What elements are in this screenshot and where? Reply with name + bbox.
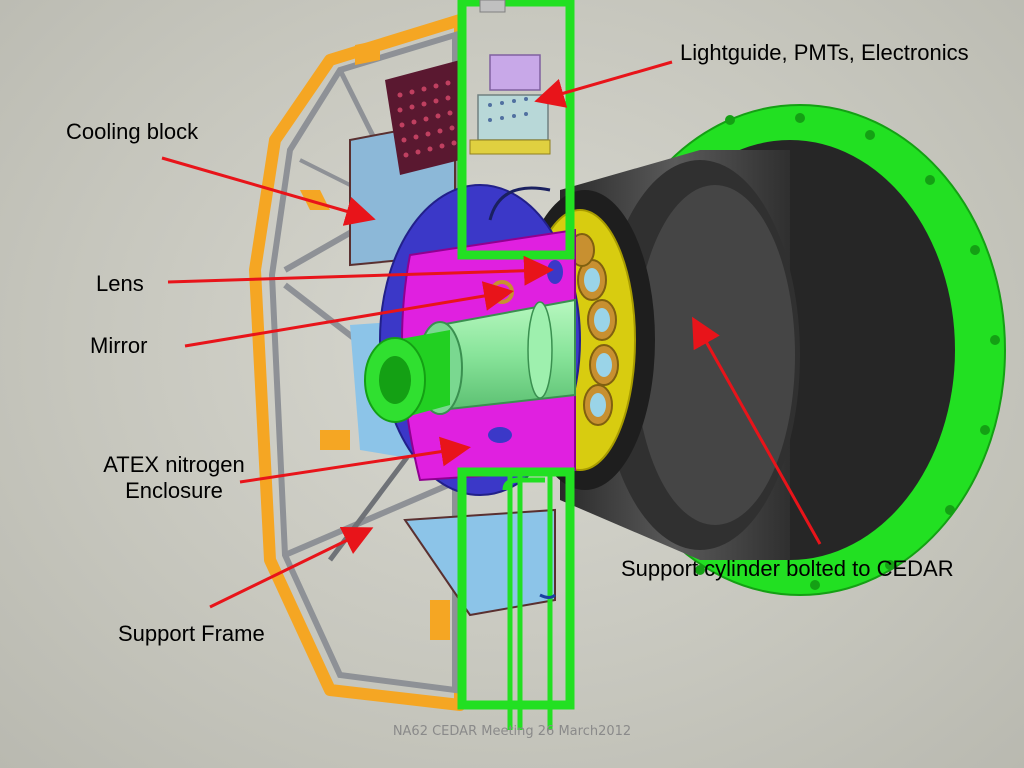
lightguide-frames bbox=[457, 0, 575, 730]
arrow-support-cylinder bbox=[692, 316, 822, 545]
front-flange bbox=[364, 330, 450, 423]
label-atex-line1: ATEX nitrogen bbox=[103, 452, 245, 477]
annotation-arrows bbox=[161, 60, 822, 609]
arrow-lens bbox=[167, 255, 554, 286]
label-support-cylinder: Support cylinder bolted to CEDAR bbox=[621, 556, 954, 581]
label-lens: Lens bbox=[96, 271, 144, 296]
label-support-frame: Support Frame bbox=[118, 621, 265, 646]
label-lightguide: Lightguide, PMTs, Electronics bbox=[680, 40, 969, 65]
label-atex: ATEX nitrogen Enclosure bbox=[86, 452, 262, 504]
electronics-board bbox=[385, 60, 460, 175]
label-cooling-block: Cooling block bbox=[66, 119, 199, 144]
label-atex-line2: Enclosure bbox=[125, 478, 223, 503]
pmt-module bbox=[469, 0, 551, 155]
arrow-support-frame bbox=[209, 527, 374, 609]
arrow-atex bbox=[239, 436, 471, 484]
arrow-cooling-block bbox=[161, 156, 376, 226]
arrow-mirror bbox=[184, 281, 514, 348]
arrow-lightguide bbox=[534, 60, 673, 108]
label-mirror: Mirror bbox=[90, 333, 148, 358]
footer-caption: NA62 CEDAR Meeting 26 March2012 bbox=[392, 724, 632, 739]
